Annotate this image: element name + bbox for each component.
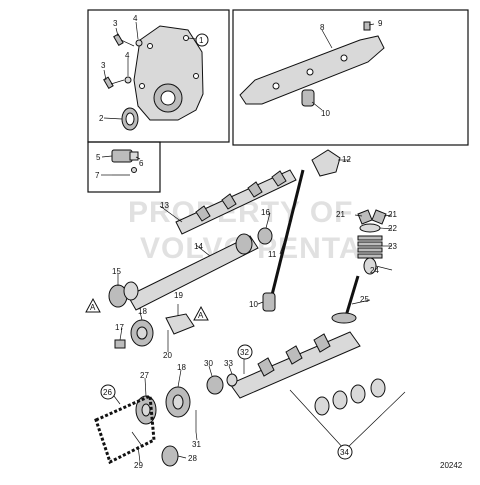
timing-sprocket-hub: [141, 403, 151, 417]
cover-bolt-hole-3: [193, 73, 199, 79]
callout-10a: 10: [321, 109, 330, 118]
drawing-number: 20242: [440, 461, 463, 470]
callout-circle-1: [195, 33, 209, 47]
sensor-body: [111, 149, 133, 163]
callout-26: 26: [103, 388, 112, 397]
callout-12: 12: [342, 155, 351, 164]
callout-4a: 4: [133, 14, 138, 23]
callout-23: 23: [388, 242, 397, 251]
callout-28: 28: [188, 454, 197, 463]
valve-stem: [344, 275, 360, 317]
hydraulic-tappet-upper: [301, 89, 315, 107]
callout-24: 24: [370, 266, 379, 275]
cover-bolt-hole-4: [139, 83, 145, 89]
callout-25: 25: [360, 295, 369, 304]
cover-bolt-hole-2: [183, 35, 189, 41]
rocker-hole-2: [306, 68, 314, 76]
inset-sensor-box: [87, 141, 161, 193]
camshaft-lobes: [257, 333, 331, 377]
cam-bushing: [257, 227, 273, 245]
ref-triangle-1: [85, 297, 101, 313]
timing-chain: [94, 393, 156, 465]
rocker-shaft-bearings: [195, 170, 287, 222]
valve-spring: [357, 235, 383, 259]
cam-washer: [123, 281, 139, 301]
callout-31: 31: [192, 440, 201, 449]
callout-17: 17: [115, 323, 124, 332]
idler-bolt-17: [114, 339, 126, 349]
ref-triangle-2: [193, 305, 209, 321]
callout-18b: 18: [177, 363, 186, 372]
rocker-bridge-bolt: [363, 21, 371, 31]
valve-head: [331, 312, 357, 324]
callout-10b: 10: [249, 300, 258, 309]
front-seal-inner: [125, 112, 135, 126]
cover-bolt-upper: [113, 33, 135, 47]
callout-27: 27: [140, 371, 149, 380]
callout-9: 9: [378, 19, 383, 28]
inset-rocker-box: [232, 9, 469, 146]
camshaft-main: [229, 331, 361, 399]
callout-15: 15: [112, 267, 121, 276]
callout-13: 13: [160, 201, 169, 210]
thrust-bracket: [165, 313, 195, 335]
sensor-plug: [129, 151, 139, 161]
camshaft-front: [127, 235, 259, 311]
callout-30: 30: [204, 359, 213, 368]
callout-32: 32: [240, 348, 249, 357]
callout-8: 8: [320, 23, 325, 32]
cam-gear-large-hub: [172, 394, 184, 410]
rocker-hole-1: [272, 82, 280, 90]
callout-2: 2: [99, 114, 104, 123]
camshaft-spacer-33: [226, 373, 238, 387]
cover-bolt-hole-1: [147, 43, 153, 49]
rocker-arm: [311, 149, 341, 177]
callout-21b: 21: [388, 210, 397, 219]
callout-3b: 3: [101, 61, 106, 70]
callout-33: 33: [224, 359, 233, 368]
callout-16: 16: [261, 208, 270, 217]
cover-washer-lower: [124, 76, 132, 84]
callout-circle-26: [100, 384, 116, 400]
cover-washer-upper: [135, 39, 143, 47]
cam-bearing-set: [314, 378, 386, 416]
callout-20: 20: [163, 351, 172, 360]
rocker-hole-3: [340, 54, 348, 62]
ref-marker-a1: A: [90, 303, 96, 312]
callout-6: 6: [139, 159, 144, 168]
callout-3a: 3: [113, 19, 118, 28]
callout-19: 19: [174, 291, 183, 300]
callout-1: 1: [199, 36, 204, 45]
valve-spring-retainer: [359, 223, 381, 233]
ref-marker-a2: A: [198, 311, 204, 320]
callout-circle-32: [237, 344, 253, 360]
valve-keeper-left: [357, 209, 373, 225]
idler-gear-hub: [136, 326, 148, 340]
cover-bolt-lower: [103, 76, 125, 90]
callout-18a: 18: [138, 307, 147, 316]
callout-circle-34: [337, 444, 353, 460]
callout-5: 5: [96, 153, 101, 162]
callout-4b: 4: [125, 51, 130, 60]
pushrod: [270, 169, 305, 296]
camshaft-journal: [235, 233, 253, 255]
camshaft-thrust-plate: [206, 375, 224, 395]
callout-11: 11: [268, 250, 277, 259]
callout-21a: 21: [336, 210, 345, 219]
callout-34: 34: [340, 448, 349, 457]
sensor-oring: [131, 167, 137, 173]
callout-22: 22: [388, 224, 397, 233]
timing-cover-bore-hole: [160, 90, 176, 106]
callout-7: 7: [95, 171, 100, 180]
crank-sprocket: [161, 445, 179, 467]
callout-14: 14: [194, 242, 203, 251]
hydraulic-tappet-lower: [262, 292, 276, 312]
valve-keeper-right: [371, 209, 387, 225]
callout-29: 29: [134, 461, 143, 470]
timing-cover: [133, 25, 204, 121]
chain-tensioner-bolt-29: [131, 431, 143, 447]
